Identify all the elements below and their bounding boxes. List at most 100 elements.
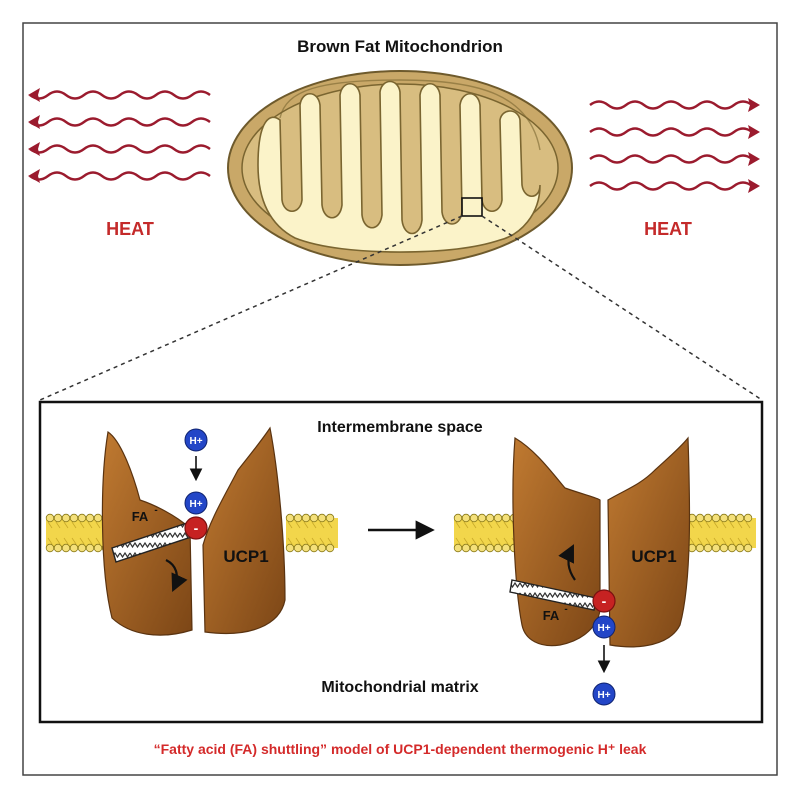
lipid-head [469, 513, 479, 523]
lipid-tail [689, 521, 695, 529]
lipid-head [493, 543, 503, 553]
lipid-head [485, 513, 495, 523]
heat-arrows-left [29, 90, 211, 181]
lipid-tail [295, 521, 301, 529]
lipid-tail [47, 537, 53, 545]
lipid-head [301, 513, 311, 523]
lipid-head [293, 513, 303, 523]
ucp1-label-right: UCP1 [631, 547, 676, 566]
proton-released [592, 682, 616, 706]
lipid-tail [55, 521, 61, 529]
lipid-head [477, 513, 487, 523]
lipid-head [53, 513, 63, 523]
lipid-head [695, 513, 705, 523]
lipid-head [743, 543, 753, 553]
fa-head-left [184, 516, 208, 540]
proton-top [184, 428, 208, 452]
lipid-tail [95, 521, 101, 529]
fa-head-right [592, 589, 616, 613]
lipid-tail [495, 521, 501, 529]
lipid-head [501, 513, 511, 523]
lipid-head [53, 543, 63, 553]
heat-arrowheads-right [748, 98, 760, 193]
lipid-head [85, 543, 95, 553]
fa-tail-right [509, 579, 597, 611]
lipid-head [93, 513, 103, 523]
lipid-tail [47, 521, 53, 529]
lipid-head [325, 513, 335, 523]
heat-arrows-right [589, 100, 753, 191]
lipid-tail [487, 521, 493, 529]
lipid-tail [745, 521, 751, 529]
lipid-tail [503, 521, 509, 529]
proton-bound-left [184, 491, 208, 515]
intermembrane-label: Intermembrane space [317, 419, 483, 436]
lipid-head [477, 543, 487, 553]
lipid-tail [71, 521, 77, 529]
lipid-head [77, 543, 87, 553]
lipid-tail [287, 521, 293, 529]
ucp1-left [101, 426, 286, 636]
membrane-tails [286, 518, 338, 548]
lipid-head [461, 513, 471, 523]
lipid-tail [487, 537, 493, 545]
lipid-head [727, 543, 737, 553]
lipid-head [317, 513, 327, 523]
lipid-tail [55, 537, 61, 545]
lipid-head [453, 513, 463, 523]
lipid-head [703, 513, 713, 523]
lipid-tail [455, 537, 461, 545]
zoom-box [461, 197, 483, 217]
fa-superscript-right: - [564, 604, 567, 615]
proton-top-label: H+ [189, 436, 202, 447]
lipid-tail [327, 537, 333, 545]
proton-released-label: H+ [597, 690, 610, 701]
lipid-head [711, 513, 721, 523]
lipid-head [285, 543, 295, 553]
lipid-tail [311, 537, 317, 545]
lipid-head [285, 513, 295, 523]
fa-charge-left: - [194, 520, 199, 536]
lipid-tail [79, 537, 85, 545]
lipid-tail [503, 537, 509, 545]
lipid-head [727, 513, 737, 523]
proton-bound-right-label: H+ [597, 623, 610, 634]
proton-bound-right [592, 615, 616, 639]
lipid-head [711, 543, 721, 553]
lipid-head [703, 543, 713, 553]
fa-label-right: FA [543, 608, 560, 623]
lipid-head [493, 513, 503, 523]
lipid-tail [63, 521, 69, 529]
lipid-head [719, 513, 729, 523]
lipid-head [485, 543, 495, 553]
lipid-head [735, 513, 745, 523]
lipid-tail [721, 537, 727, 545]
lipid-head [85, 513, 95, 523]
fa-label-left: FA [132, 509, 149, 524]
lipid-head [309, 543, 319, 553]
lipid-head [695, 543, 705, 553]
heat-arrowheads-left [28, 88, 40, 183]
lipid-tail [745, 537, 751, 545]
lipid-tail [311, 521, 317, 529]
lipid-tail [479, 537, 485, 545]
lipid-tail [737, 521, 743, 529]
lipid-head [743, 513, 753, 523]
lipid-tail [71, 537, 77, 545]
lipid-head [45, 513, 55, 523]
lipid-tail [713, 537, 719, 545]
lipid-tail [729, 537, 735, 545]
lipid-head [61, 543, 71, 553]
lipid-tail [303, 537, 309, 545]
lipid-head [69, 543, 79, 553]
lipid-head [735, 543, 745, 553]
lipid-head [69, 513, 79, 523]
lipid-head [309, 513, 319, 523]
diagram-title: Brown Fat Mitochondrion [297, 37, 503, 56]
membrane-tails [688, 518, 756, 548]
lipid-tail [95, 537, 101, 545]
lipid-head [293, 543, 303, 553]
lipid-tail [327, 521, 333, 529]
